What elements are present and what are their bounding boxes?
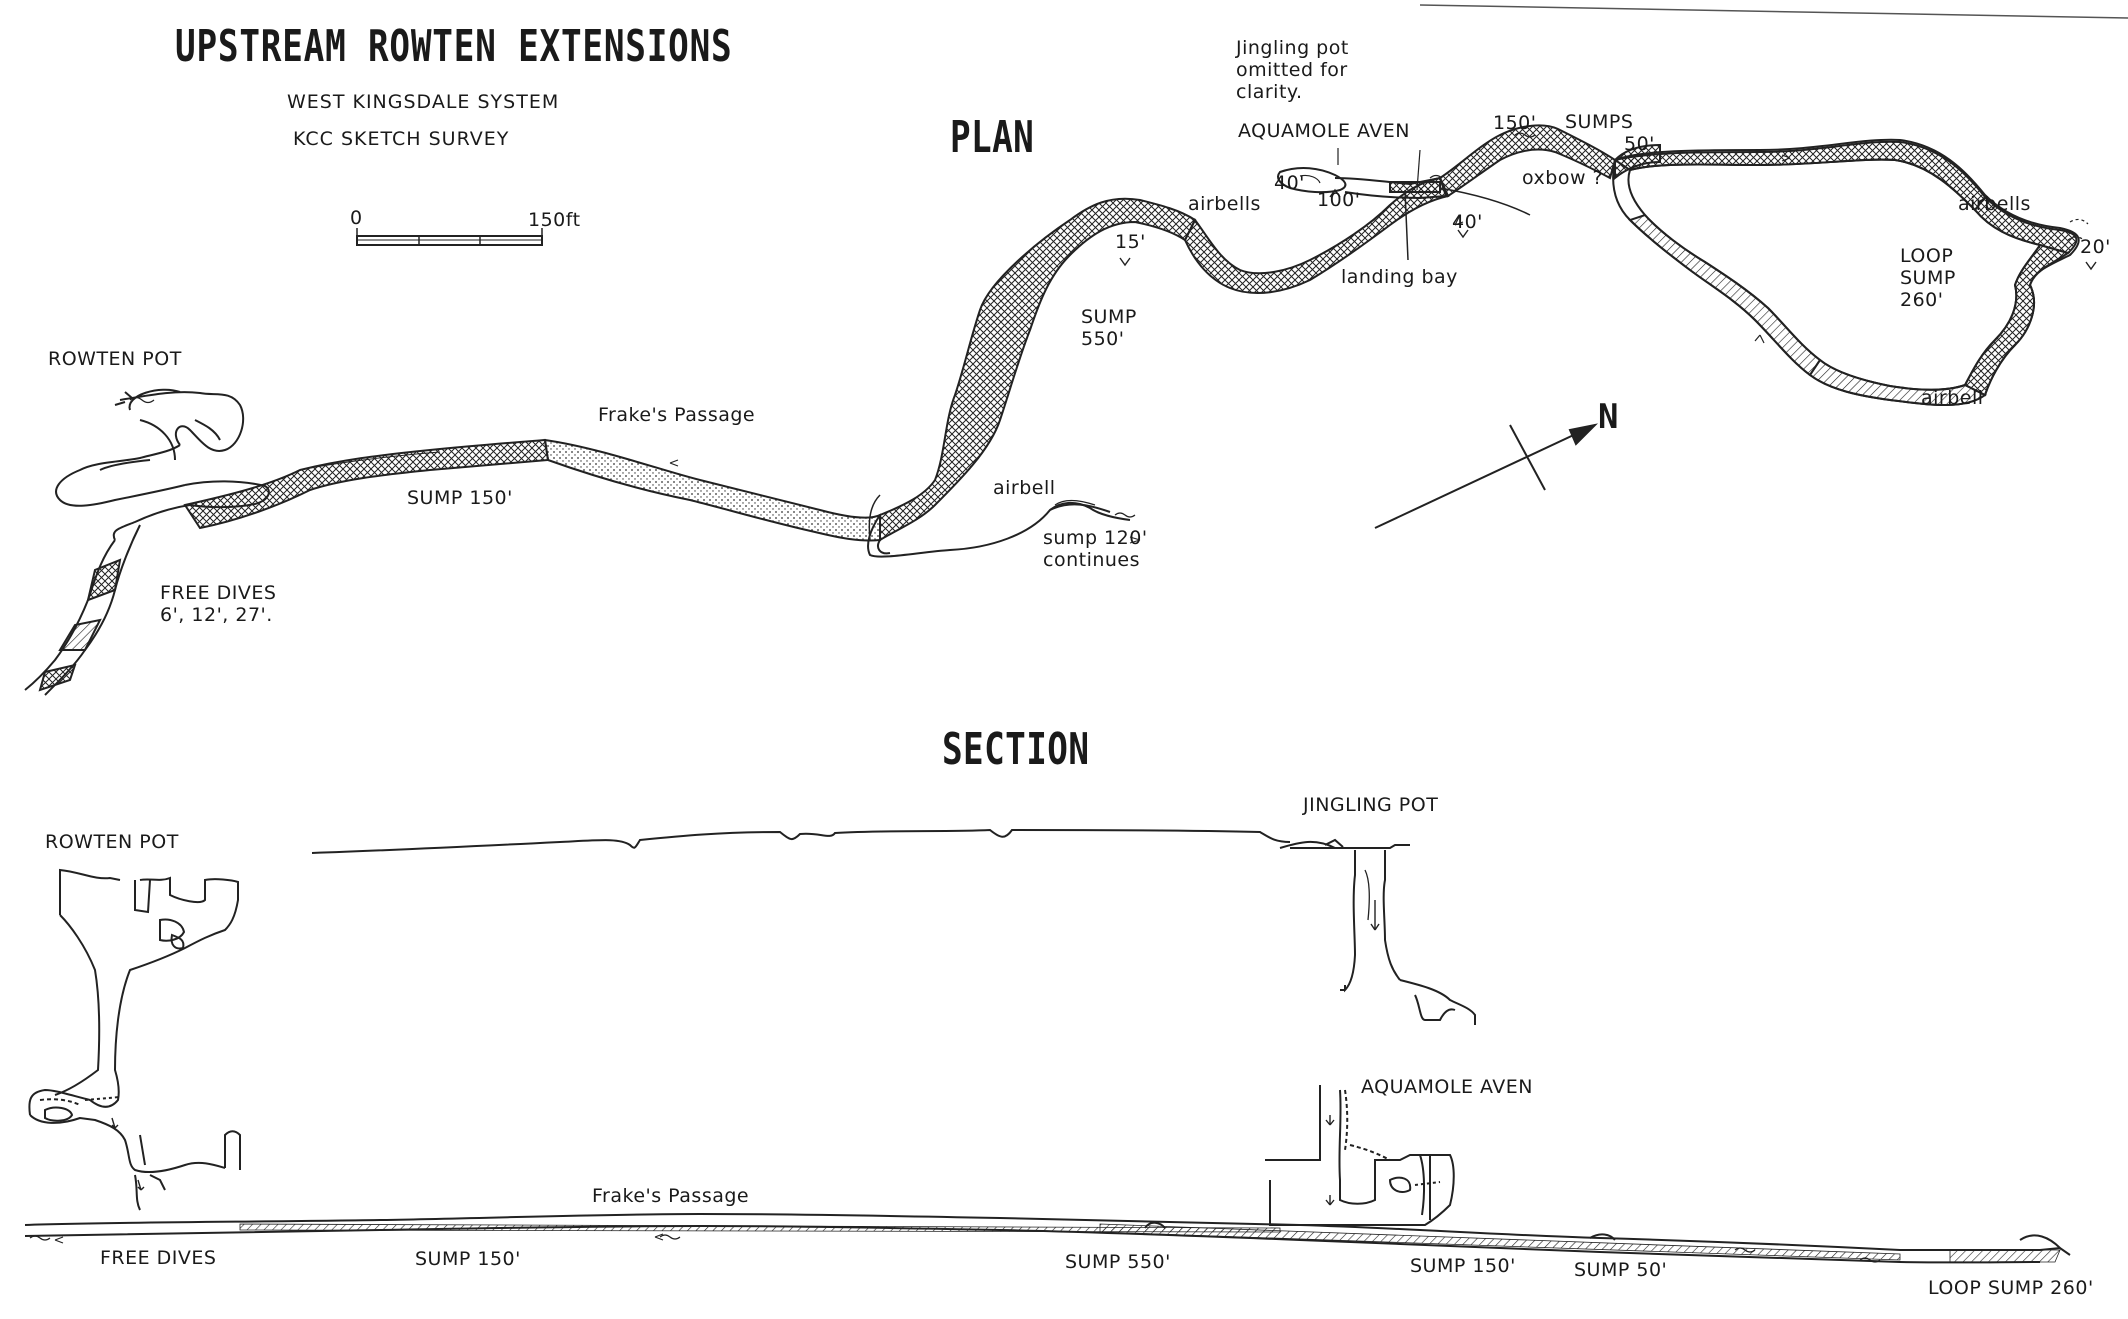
plan-depth-15-label: 15' xyxy=(1115,231,1146,253)
section-sump-150-label: SUMP 150' xyxy=(415,1248,521,1270)
plan-oxbow-label: oxbow ? xyxy=(1522,167,1604,189)
section-sump-550-label: SUMP 550' xyxy=(1065,1251,1171,1273)
section-view xyxy=(24,828,2071,1264)
plan-sump120-label: sump 120' continues xyxy=(1043,527,1148,571)
section-heading: SECTION xyxy=(942,724,1090,775)
plan-depth-40b-label: 40' xyxy=(1452,211,1483,233)
sheet-edge-line xyxy=(1419,4,2128,19)
plan-loop-sump-label: LOOP SUMP 260' xyxy=(1900,245,1956,311)
plan-landing-bay-label: landing bay xyxy=(1341,266,1458,288)
north-label: N xyxy=(1598,397,1619,437)
plan-jingling-note: Jingling pot omitted for clarity. xyxy=(1236,37,1349,103)
section-jingling-pot-label: JINGLING POT xyxy=(1303,794,1439,816)
section-free-dives-label: FREE DIVES xyxy=(100,1247,217,1269)
plan-depth-20-label: 20' xyxy=(2080,236,2111,258)
rowten-pot-shaft xyxy=(28,868,239,1116)
section-frakes-passage-label: Frake's Passage xyxy=(592,1185,750,1207)
section-aquamole-aven-label: AQUAMOLE AVEN xyxy=(1361,1076,1533,1098)
page-title: UPSTREAM ROWTEN EXTENSIONS xyxy=(175,21,733,72)
section-sump-50-label: SUMP 50' xyxy=(1574,1259,1668,1281)
jingling-pot-shaft xyxy=(1344,850,1401,993)
plan-free-dives-label: FREE DIVES 6', 12', 27'. xyxy=(160,582,277,626)
rowten-pot-outline xyxy=(119,391,245,452)
plan-aquamole-aven-label: AQUAMOLE AVEN xyxy=(1238,120,1410,142)
plan-depth-40a-label: 40' xyxy=(1274,172,1305,194)
aquamole-aven xyxy=(1265,1085,1455,1226)
plan-airbell-label: airbell xyxy=(993,477,1056,499)
plan-depth-150-label: 150' xyxy=(1493,112,1537,134)
subtitle-system: WEST KINGSDALE SYSTEM xyxy=(287,91,560,113)
section-main-passage xyxy=(24,1212,2071,1256)
plan-sump-550-label: SUMP 550' xyxy=(1081,306,1137,350)
scale-bar xyxy=(356,228,543,246)
scale-start-label: 0 xyxy=(350,207,363,229)
section-sump-150b-label: SUMP 150' xyxy=(1410,1255,1516,1277)
loop-sump-outer xyxy=(1612,138,2080,406)
plan-airbells-right-label: airbells xyxy=(1958,193,2031,215)
north-arrow xyxy=(1374,423,1599,529)
plan-frakes-passage-label: Frake's Passage xyxy=(598,404,756,426)
plan-depth-50-label: 50' xyxy=(1624,133,1655,155)
section-loop-sump-label: LOOP SUMP 260' xyxy=(1928,1277,2094,1299)
plan-view xyxy=(24,124,2097,696)
plan-airbells-mid-label: airbells xyxy=(1188,193,1261,215)
plan-depth-100-label: 100' xyxy=(1317,189,1361,211)
plan-heading: PLAN xyxy=(950,112,1035,163)
plan-sump-150-label: SUMP 150' xyxy=(407,487,513,509)
plan-airbell-right-label: airbell xyxy=(1921,387,1984,409)
surface-line xyxy=(311,828,1291,854)
sump-150-passage xyxy=(183,438,550,530)
plan-rowten-pot-label: ROWTEN POT xyxy=(48,348,182,370)
section-rowten-pot-label: ROWTEN POT xyxy=(45,831,179,853)
subtitle-survey: KCC SKETCH SURVEY xyxy=(293,128,510,150)
scale-end-label: 150ft xyxy=(528,209,581,231)
plan-sumps-label: SUMPS xyxy=(1565,111,1634,133)
sump120-passage xyxy=(1049,502,1131,521)
